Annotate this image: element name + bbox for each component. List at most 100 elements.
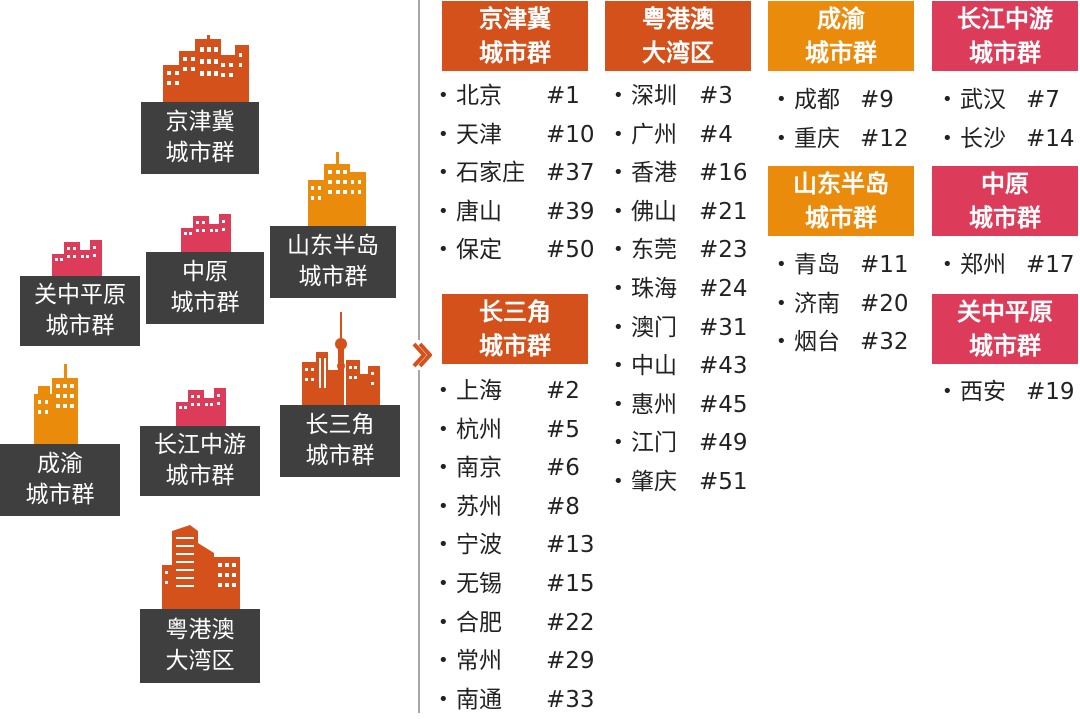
list-item: • 青岛 #11	[776, 246, 916, 285]
cluster-name-line1: 粤港澳	[165, 617, 235, 643]
cluster-name-line1: 山东半岛	[287, 233, 379, 259]
cluster-label: 中原 城市群	[146, 252, 264, 324]
bullet: •	[776, 127, 787, 149]
city-rank: #1	[546, 83, 580, 109]
city-rank: #31	[699, 314, 748, 341]
list-item: •郑州#17	[942, 246, 1078, 285]
chevron-right-icon	[410, 340, 433, 370]
city-name: 珠海	[631, 275, 677, 302]
city-name: 深圳	[631, 83, 677, 109]
city-list-yuegangao: •深圳#3 •广州#4 •香港#16 •佛山#21 •东莞#23 •珠海#24 …	[613, 77, 753, 502]
cluster-name-line2: 城市群	[25, 482, 95, 508]
list-item: •东莞#23	[613, 231, 753, 270]
group-header-shandong: 山东半岛 城市群	[768, 166, 914, 236]
city-name: 重庆	[794, 125, 840, 152]
list-item: •肇庆#51	[613, 463, 753, 502]
group-header-changsanjiao: 长三角 城市群	[442, 294, 588, 364]
city-rank: #20	[860, 290, 909, 317]
bullet: •	[776, 89, 787, 110]
bullet: •	[776, 254, 787, 275]
city-name: 青岛	[794, 252, 840, 278]
cluster-name-line2: 城市群	[165, 140, 235, 166]
group-header-line2: 城市群	[969, 204, 1041, 232]
city-name: 西安	[960, 379, 1006, 405]
bullet: •	[438, 380, 449, 401]
bullet: •	[438, 650, 449, 672]
city-name: 宁波	[456, 532, 502, 559]
city-rank: #15	[546, 570, 595, 597]
group-header-line1: 长江中游	[957, 5, 1053, 33]
city-name: 惠州	[631, 391, 677, 418]
bullet: •	[438, 418, 449, 440]
bullet: •	[613, 85, 624, 106]
group-header-line1: 中原	[981, 170, 1029, 198]
city-rank: #45	[699, 391, 748, 418]
list-item: •佛山#21	[613, 193, 753, 232]
list-item: •石家庄#37	[438, 154, 598, 193]
cluster-label: 山东半岛 城市群	[270, 226, 396, 298]
building-cluster-icon	[52, 240, 102, 278]
cluster-name-line1: 关中平原	[34, 282, 126, 308]
city-name: 济南	[794, 290, 840, 317]
city-name: 中山	[631, 353, 677, 380]
building-cluster-icon	[308, 152, 366, 228]
list-item: •上海#2	[438, 372, 598, 411]
city-rank: #19	[1026, 379, 1075, 405]
list-item: •澳门#31	[613, 309, 753, 348]
list-item: • 重庆 #12	[776, 120, 916, 159]
cluster-jingjinji: 京津冀 城市群	[141, 35, 265, 175]
city-rank: #39	[546, 198, 595, 225]
city-list-chengyu: •成都#9 •重庆#12	[776, 81, 916, 158]
city-rank: #8	[546, 493, 580, 520]
city-rank: #23	[699, 237, 748, 264]
city-rank: #11	[860, 252, 909, 278]
city-name: 长沙	[960, 125, 1006, 152]
group-header-chengyu: 成渝 城市群	[768, 1, 914, 71]
city-name: 广州	[631, 121, 677, 148]
bullet: •	[613, 162, 624, 184]
group-header-line1: 山东半岛	[793, 170, 889, 198]
list-item: •长沙#14	[942, 120, 1078, 159]
cluster-shandong: 山东半岛 城市群	[270, 152, 396, 298]
group-header-line2: 城市群	[805, 39, 877, 67]
city-list-zhongyuan: •郑州#17	[942, 246, 1078, 285]
list-item: •常州#29	[438, 642, 598, 681]
city-rank: #24	[699, 275, 748, 302]
city-rank: #37	[546, 160, 595, 187]
cluster-name-line2: 大湾区	[165, 648, 235, 674]
city-rank: #12	[860, 125, 909, 152]
bullet: •	[438, 123, 449, 145]
cluster-name-line2: 城市群	[305, 443, 375, 469]
city-rank: #22	[546, 609, 595, 636]
bullet: •	[613, 393, 624, 415]
building-cluster-icon	[163, 35, 249, 103]
bullet: •	[776, 331, 787, 353]
group-header-zhongyuan: 中原 城市群	[932, 166, 1078, 236]
city-name: 佛山	[631, 198, 677, 225]
city-name: 东莞	[631, 237, 677, 264]
city-name: 保定	[456, 237, 502, 264]
city-rank: #33	[546, 686, 595, 713]
bullet: •	[942, 254, 953, 275]
cluster-label: 粤港澳 大湾区	[140, 609, 260, 683]
city-name: 郑州	[960, 252, 1006, 278]
city-rank: #14	[1026, 125, 1075, 152]
bullet: •	[438, 162, 449, 184]
cluster-label: 长三角 城市群	[280, 405, 400, 477]
bullet: •	[613, 123, 624, 145]
cluster-name-line1: 中原	[182, 259, 228, 285]
list-item: •南京#6	[438, 449, 598, 488]
city-rank: #29	[546, 648, 595, 675]
city-name: 合肥	[456, 609, 502, 636]
list-item: •苏州#8	[438, 488, 598, 527]
group-header-guanzhong: 关中平原 城市群	[932, 294, 1078, 364]
cluster-label: 成渝 城市群	[0, 444, 120, 516]
bullet: •	[438, 239, 449, 261]
list-item: •天津#10	[438, 116, 598, 155]
city-name: 澳门	[631, 314, 677, 341]
list-item: •北京#1	[438, 77, 598, 116]
bullet: •	[613, 277, 624, 299]
city-rank: #6	[546, 455, 580, 482]
city-rank: #7	[1026, 87, 1060, 113]
city-name: 天津	[456, 121, 502, 148]
